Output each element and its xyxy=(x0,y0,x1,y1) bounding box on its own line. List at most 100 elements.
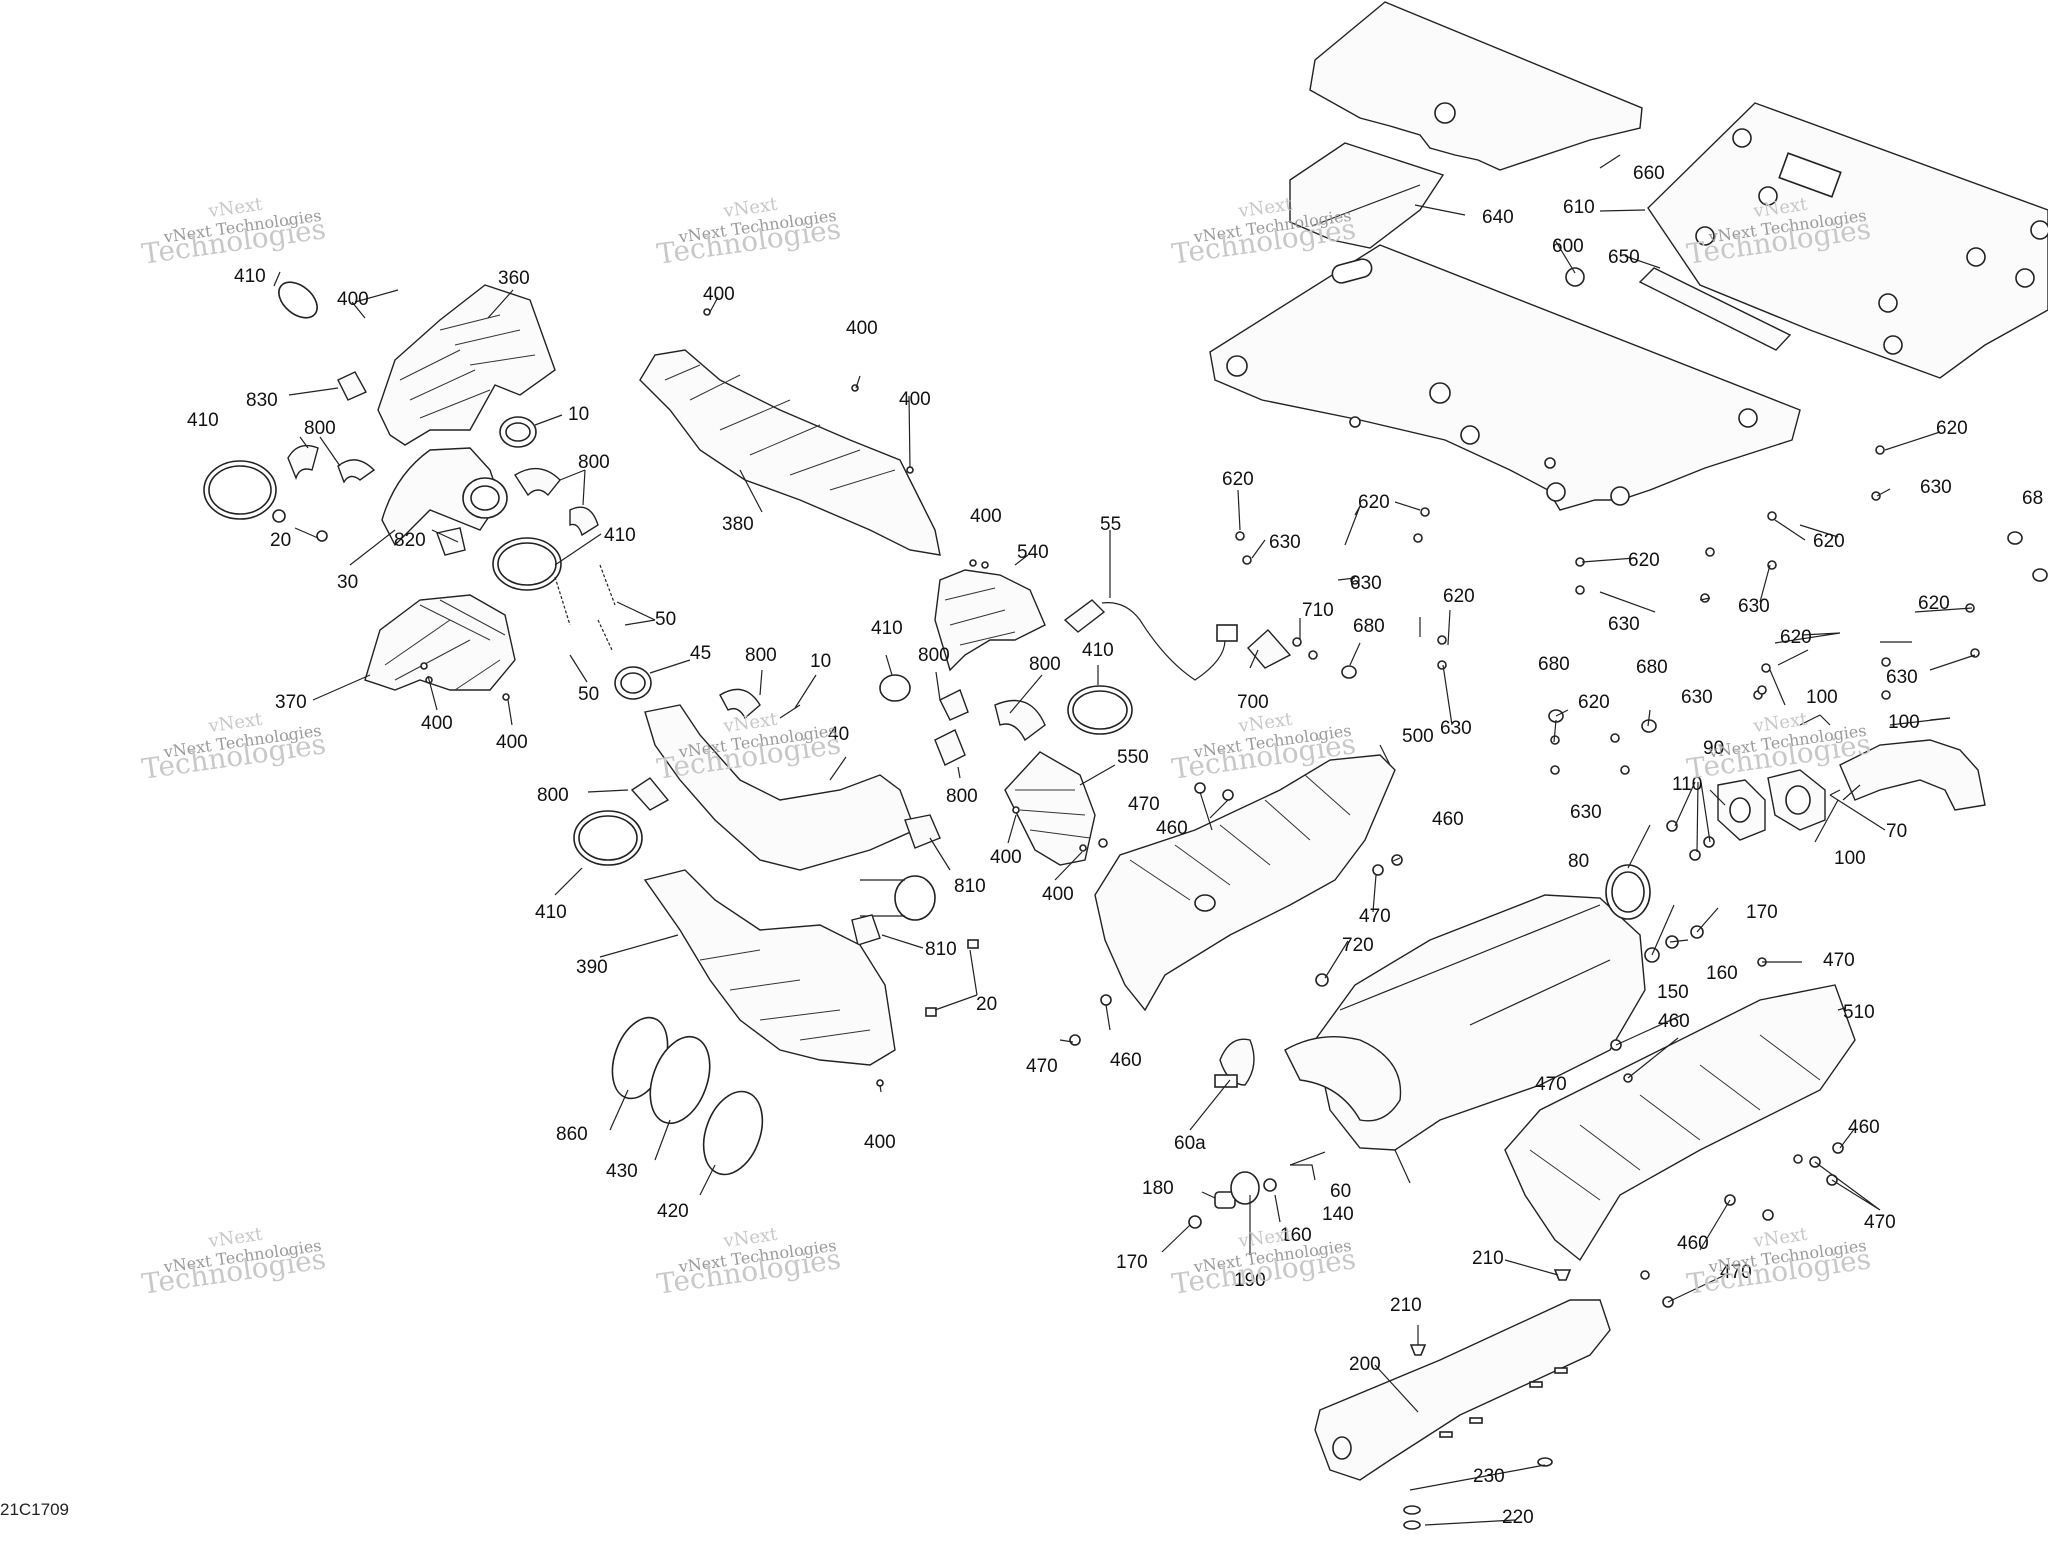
callout-640: 640 xyxy=(1482,207,1514,228)
callout-400: 400 xyxy=(990,847,1022,868)
callout-400: 400 xyxy=(496,732,528,753)
half-clamp-800-b xyxy=(514,467,599,537)
callout-10: 10 xyxy=(810,651,831,672)
half-clamp-800-f xyxy=(934,729,966,766)
pin-10-b xyxy=(779,704,801,719)
callout-700: 700 xyxy=(1237,692,1269,713)
callout-170: 170 xyxy=(1746,902,1778,923)
callout-400: 400 xyxy=(703,284,735,305)
callout-160: 160 xyxy=(1280,1225,1312,1246)
bolts-710 xyxy=(1292,637,1318,660)
callout-20: 20 xyxy=(976,994,997,1015)
callout-550: 550 xyxy=(1117,747,1149,768)
callout-190: 190 xyxy=(1234,1270,1266,1291)
callout-400: 400 xyxy=(970,506,1002,527)
callout-460: 460 xyxy=(1658,1011,1690,1032)
callout-100: 100 xyxy=(1888,712,1920,733)
callout-110: 110 xyxy=(1672,774,1702,795)
heat-shield-540 xyxy=(934,569,1046,672)
heat-shield-370 xyxy=(364,594,516,691)
gasket-45 xyxy=(614,666,652,700)
callout-60a: 60a xyxy=(1174,1133,1206,1154)
callout-470: 470 xyxy=(1026,1056,1058,1077)
washer-20-b xyxy=(925,939,979,1017)
callout-680: 680 xyxy=(1538,654,1570,675)
mount-parts-150-160-170 xyxy=(1644,925,1767,967)
heat-shield-plate-610 xyxy=(1647,102,2048,379)
callout-60: 60 xyxy=(1330,1181,1351,1202)
clamp-60a xyxy=(1214,1038,1255,1088)
callout-630: 630 xyxy=(1681,687,1713,708)
fasteners-470-460-a xyxy=(1069,782,1403,1046)
clamp-410-d xyxy=(879,674,911,702)
callout-380: 380 xyxy=(722,514,754,535)
callout-370: 370 xyxy=(275,692,307,713)
half-clamp-800-g xyxy=(630,777,670,811)
screws-400-mid xyxy=(703,308,1087,1087)
callout-460: 460 xyxy=(1848,1117,1880,1138)
catalytic-converter-40 xyxy=(644,704,936,921)
callout-460: 460 xyxy=(1677,1233,1709,1254)
callout-390: 390 xyxy=(576,957,608,978)
callout-220: 220 xyxy=(1502,1507,1534,1528)
callout-210: 210 xyxy=(1472,1248,1504,1269)
half-clamp-800-a xyxy=(287,444,376,484)
heat-shield-360 xyxy=(377,284,556,446)
oxygen-sensor-55 xyxy=(1063,599,1238,681)
callout-470: 470 xyxy=(1359,906,1391,927)
clamp-410-c xyxy=(492,537,562,591)
rivet-210 xyxy=(1409,1269,1572,1356)
callout-470: 470 xyxy=(1823,950,1855,971)
callout-460: 460 xyxy=(1156,818,1188,839)
callout-500: 500 xyxy=(1402,726,1434,747)
callout-400: 400 xyxy=(846,318,878,339)
callout-660: 660 xyxy=(1633,163,1665,184)
callout-68: 68 xyxy=(2022,488,2043,509)
callout-800: 800 xyxy=(1029,654,1061,675)
clamp-410-f xyxy=(573,810,643,866)
callout-360: 360 xyxy=(498,268,530,289)
heat-shield-plate-600 xyxy=(1209,244,1801,511)
callout-720: 720 xyxy=(1342,935,1374,956)
springs-50 xyxy=(554,564,616,651)
heat-shield-strip-650 xyxy=(1638,267,1792,351)
callout-470: 470 xyxy=(1720,1262,1752,1283)
callout-460: 460 xyxy=(1110,1050,1142,1071)
callout-800: 800 xyxy=(918,645,950,666)
grommet-680-a xyxy=(1341,665,1357,679)
callout-200: 200 xyxy=(1349,1354,1381,1375)
catalytic-converter-390 xyxy=(643,869,896,1066)
washers-220-230 xyxy=(1403,1457,1553,1530)
callout-630: 630 xyxy=(1886,667,1918,688)
diagram-code: 21C1709 xyxy=(0,1500,70,1519)
callout-620: 620 xyxy=(1780,627,1812,648)
callout-680: 680 xyxy=(1636,657,1668,678)
callout-170: 170 xyxy=(1116,1252,1148,1273)
callout-620: 620 xyxy=(1222,469,1254,490)
callout-410: 410 xyxy=(234,266,266,287)
callout-400: 400 xyxy=(864,1132,896,1153)
callout-420: 420 xyxy=(657,1201,689,1222)
callout-140: 140 xyxy=(1322,1204,1354,1225)
tube-80 xyxy=(1605,864,1651,920)
bracket-700 xyxy=(1247,629,1292,669)
flange-gasket-90 xyxy=(1717,769,1826,841)
callout-70: 70 xyxy=(1886,821,1907,842)
callout-180: 180 xyxy=(1142,1178,1174,1199)
callout-410: 410 xyxy=(535,902,567,923)
callout-630: 630 xyxy=(1608,614,1640,635)
callout-410: 410 xyxy=(871,618,903,639)
callout-600: 600 xyxy=(1552,236,1584,257)
tailpipe-70 xyxy=(1839,739,1986,811)
muffler-60 xyxy=(1284,894,1646,1151)
callout-620: 620 xyxy=(1918,593,1950,614)
heat-shield-plate-640 xyxy=(1289,142,1445,249)
callout-460: 460 xyxy=(1432,809,1464,830)
clamp-420 xyxy=(702,1090,764,1176)
callout-800: 800 xyxy=(745,645,777,666)
callout-630: 630 xyxy=(1269,532,1301,553)
callout-800: 800 xyxy=(537,785,569,806)
callout-800: 800 xyxy=(946,786,978,807)
